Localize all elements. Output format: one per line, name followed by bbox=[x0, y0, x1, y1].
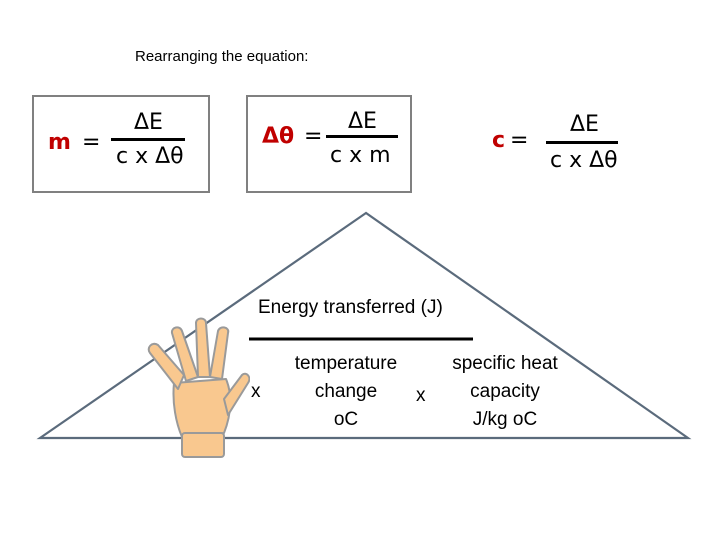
mass-fraction-bar bbox=[111, 138, 185, 141]
mass-denominator: c x Δθ bbox=[116, 144, 184, 169]
capacity-line2: capacity bbox=[470, 381, 540, 402]
temperature-line1: temperature bbox=[294, 353, 398, 374]
page-heading: Rearranging the equation: bbox=[135, 48, 309, 65]
mass-equals: = bbox=[82, 130, 101, 155]
temperature-equation-box: Δθ = ΔE c x m bbox=[246, 95, 412, 193]
temperature-change-label: temperature change oC bbox=[278, 350, 414, 434]
temperature-unit: oC bbox=[333, 409, 359, 430]
times-symbol-middle: x bbox=[416, 385, 426, 406]
shc-equals: = bbox=[510, 128, 529, 153]
temp-numerator: ΔE bbox=[348, 109, 377, 134]
shc-lhs: c bbox=[492, 128, 506, 153]
temp-fraction-bar bbox=[326, 135, 398, 138]
mass-equation-box: m = ΔE c x Δθ bbox=[32, 95, 210, 193]
energy-label: Energy transferred (J) bbox=[258, 297, 443, 318]
capacity-line1: specific heat bbox=[452, 353, 558, 374]
specific-heat-capacity-label: specific heat capacity J/kg oC bbox=[435, 350, 575, 434]
hand-icon bbox=[147, 317, 250, 458]
temp-equals: = bbox=[304, 124, 323, 149]
shc-fraction-bar bbox=[546, 141, 618, 144]
mass-numerator: ΔE bbox=[134, 110, 163, 135]
shc-numerator: ΔE bbox=[570, 112, 599, 137]
mass-lhs: m bbox=[48, 130, 71, 155]
temperature-line2: change bbox=[314, 381, 378, 402]
times-symbol-left: x bbox=[251, 381, 261, 402]
temp-denominator: c x m bbox=[330, 143, 391, 168]
shc-equation: c = ΔE c x Δθ bbox=[480, 105, 650, 195]
capacity-unit: J/kg oC bbox=[472, 409, 538, 430]
temp-lhs: Δθ bbox=[262, 124, 295, 149]
shc-denominator: c x Δθ bbox=[550, 148, 618, 173]
